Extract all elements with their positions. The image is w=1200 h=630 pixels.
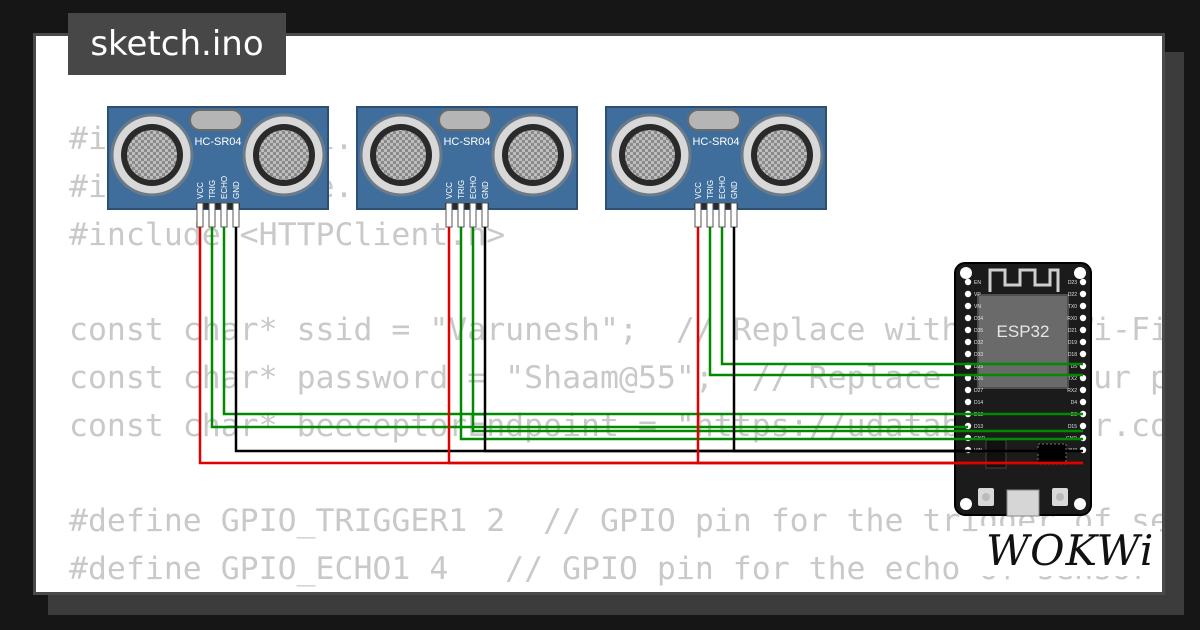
esp32-pin-right-rx0[interactable] bbox=[1079, 314, 1087, 322]
esp32-pin-left-d35[interactable] bbox=[964, 326, 972, 334]
esp32-pin-left-vn[interactable] bbox=[964, 302, 972, 310]
code-line: #define GPIO_ECHO1 4 // GPIO pin for the… bbox=[69, 551, 1165, 588]
ultrasonic-sensor-3[interactable]: HC-SR04 VCC TRIG ECHO GND bbox=[604, 105, 828, 211]
sensor-pin-label: VCC bbox=[445, 182, 454, 199]
esp32-pin-left-d33[interactable] bbox=[964, 350, 972, 358]
esp32-pin-left-en[interactable] bbox=[964, 278, 972, 286]
esp32-pin-label: D33 bbox=[974, 352, 983, 358]
wire-trig-sensor-2 bbox=[459, 227, 1083, 441]
sensor-label: HC-SR04 bbox=[194, 136, 241, 148]
sensor-pin-label: GND bbox=[481, 181, 490, 199]
ultrasonic-sensor-1[interactable]: HC-SR04 VCC TRIG ECHO GND bbox=[106, 105, 330, 211]
esp32-pin-left-d14[interactable] bbox=[964, 398, 972, 406]
wires bbox=[198, 227, 1083, 465]
esp32-pin-label: EN bbox=[974, 280, 981, 286]
esp32-pin-left-d34[interactable] bbox=[964, 314, 972, 322]
esp32-pin-label: D19 bbox=[1068, 340, 1077, 346]
esp32-pin-label: D27 bbox=[974, 388, 983, 394]
sensor-pin-label: VCC bbox=[196, 182, 205, 199]
sensor-pin-label: ECHO bbox=[469, 176, 478, 199]
sensor-pin-label: GND bbox=[232, 181, 241, 199]
esp32-pin-right-rx2[interactable] bbox=[1079, 386, 1087, 394]
esp32-pin-label: D13 bbox=[974, 424, 983, 430]
wire-trig-sensor-1 bbox=[210, 227, 968, 429]
wire-gnd-sensor-3 bbox=[732, 227, 968, 453]
wire-echo-sensor-1 bbox=[222, 227, 1083, 416]
esp32-pin-right-d18[interactable] bbox=[1079, 350, 1087, 358]
sensor-label: HC-SR04 bbox=[692, 136, 739, 148]
sensor-pin-label: TRIG bbox=[457, 180, 466, 199]
esp32-pin-label: RX2 bbox=[1067, 388, 1077, 394]
esp32-pin-label: D21 bbox=[1068, 328, 1077, 334]
esp32-pin-left-d26[interactable] bbox=[964, 374, 972, 382]
esp32-pin-label: D26 bbox=[974, 376, 983, 382]
esp32-pin-label: D4 bbox=[1071, 400, 1078, 406]
sensor-pin-label: ECHO bbox=[718, 176, 727, 199]
ultrasonic-sensor-2[interactable]: HC-SR04 VCC TRIG ECHO GND bbox=[355, 105, 579, 211]
esp32-pin-label: D5 bbox=[1071, 364, 1078, 370]
wire-vcc-sensor-3 bbox=[696, 227, 1083, 465]
sensor-pin-label: GND bbox=[730, 181, 739, 199]
wire-gnd-sensor-1 bbox=[234, 227, 968, 453]
esp32-pin-left-vp[interactable] bbox=[964, 290, 972, 298]
esp32-pin-right-d19[interactable] bbox=[1079, 338, 1087, 346]
esp32-pin-label: D18 bbox=[1068, 352, 1077, 358]
esp32-pin-label: VP bbox=[974, 292, 981, 298]
wokwi-logo: WOKWi bbox=[980, 526, 1161, 576]
esp32-pin-label: D15 bbox=[1068, 424, 1077, 430]
esp32-pin-label: VN bbox=[974, 304, 981, 310]
wire-echo-sensor-3 bbox=[720, 227, 1083, 366]
esp32-pin-right-tx2[interactable] bbox=[1079, 374, 1087, 382]
esp32-pin-label: D35 bbox=[974, 328, 983, 334]
esp32-pin-right-tx0[interactable] bbox=[1079, 302, 1087, 310]
esp32-pin-label: RX0 bbox=[1067, 316, 1077, 322]
esp32-pin-label: D14 bbox=[974, 400, 983, 406]
esp32-pin-right-d23[interactable] bbox=[1079, 278, 1087, 286]
esp32-pin-label: TX0 bbox=[1068, 304, 1077, 310]
wire-echo-sensor-2 bbox=[471, 227, 1083, 433]
sensor-pin-label: VCC bbox=[694, 182, 703, 199]
esp32-pin-label: D25 bbox=[974, 364, 983, 370]
board-label: ESP32 bbox=[997, 322, 1050, 341]
sensor-pin-label: TRIG bbox=[208, 180, 217, 199]
file-tab[interactable]: sketch.ino bbox=[68, 13, 286, 75]
esp32-pin-label: D34 bbox=[974, 316, 983, 322]
esp32-pin-right-d22[interactable] bbox=[1079, 290, 1087, 298]
esp32-pin-left-d27[interactable] bbox=[964, 386, 972, 394]
esp32-pin-label: TX2 bbox=[1068, 376, 1077, 382]
esp32-pin-label: D32 bbox=[974, 340, 983, 346]
esp32-pin-right-d4[interactable] bbox=[1079, 398, 1087, 406]
esp32-pin-right-d15[interactable] bbox=[1079, 422, 1087, 430]
esp32-pin-label: D23 bbox=[1068, 280, 1077, 286]
sensor-pin-label: ECHO bbox=[220, 176, 229, 199]
sensor-label: HC-SR04 bbox=[443, 136, 490, 148]
esp32-pin-left-d32[interactable] bbox=[964, 338, 972, 346]
wire-trig-sensor-3 bbox=[708, 227, 1083, 377]
esp32-pin-right-d21[interactable] bbox=[1079, 326, 1087, 334]
sensor-pin-label: TRIG bbox=[706, 180, 715, 199]
esp32-pin-label: D22 bbox=[1068, 292, 1077, 298]
